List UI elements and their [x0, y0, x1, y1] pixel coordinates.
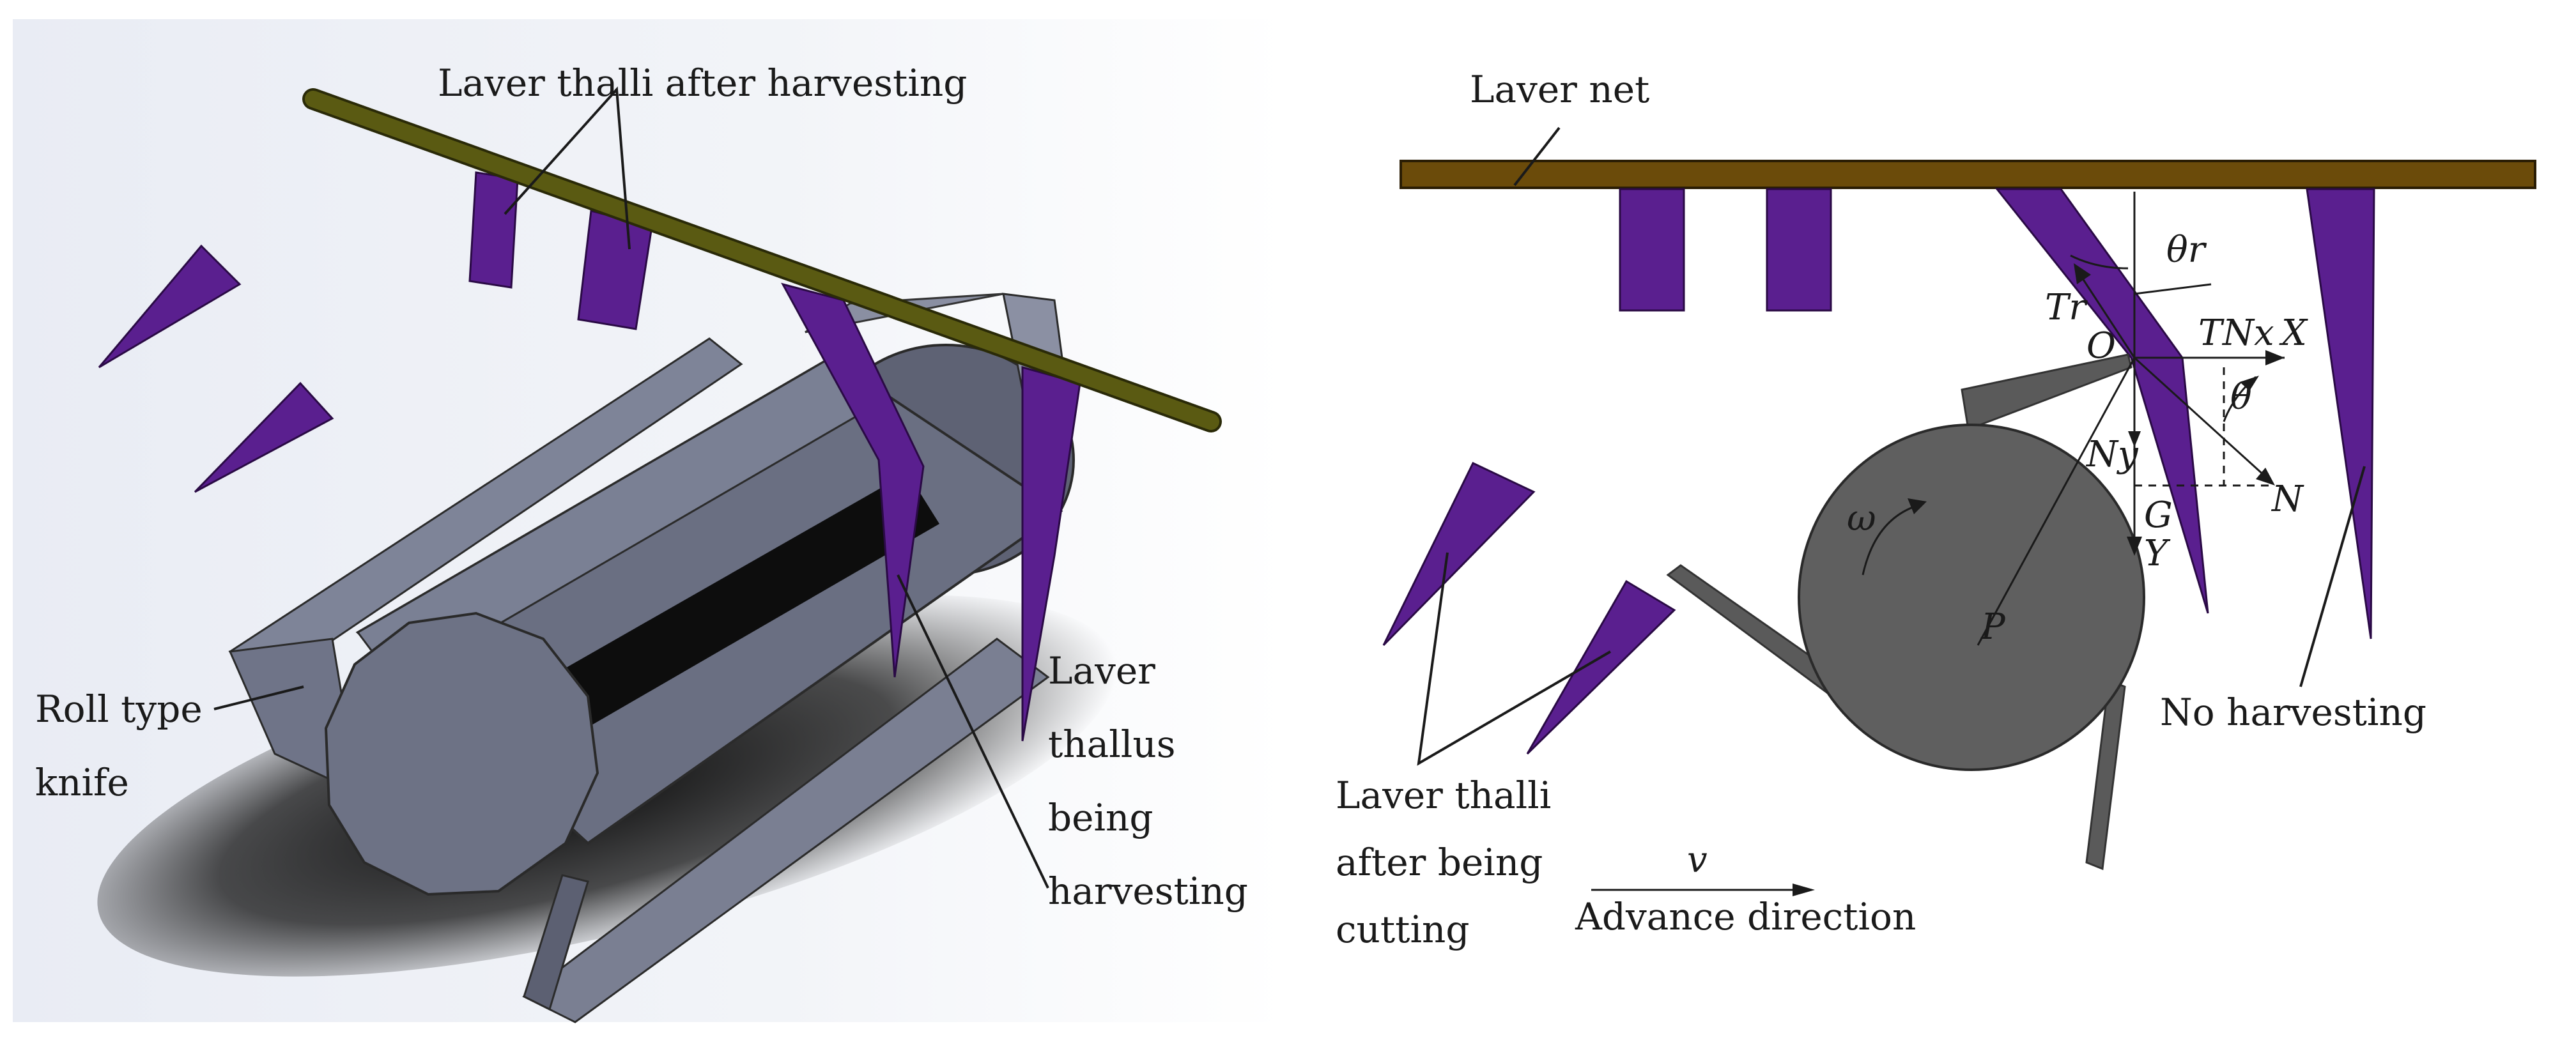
leader-roll-knife	[213, 685, 304, 710]
leader-no-harvesting	[2299, 466, 2366, 687]
left-panel: Laver thalli after harvesting Roll type …	[13, 19, 1284, 1023]
symbol-theta: θ	[2230, 376, 2252, 418]
label-laver-thalli-after-harvesting: Laver thalli after harvesting	[438, 61, 967, 105]
laver-thallus-no-harvesting	[2306, 188, 2375, 639]
laver-net-bar	[1400, 160, 2536, 189]
laver-stub-1	[468, 171, 519, 289]
drum-front-end	[324, 611, 599, 896]
roll-knife-drum	[1798, 424, 2145, 771]
axis-x-arrow	[2265, 350, 2285, 365]
label-roll-type-knife-line1: Roll type	[35, 687, 203, 731]
symbol-n: N	[2271, 478, 2304, 520]
symbol-nx: Nx	[2221, 312, 2274, 354]
label-roll-type-knife-line2: knife	[35, 761, 129, 804]
theta-r-ref	[2134, 283, 2212, 295]
leader-laver-net	[1513, 126, 1561, 187]
symbol-p: P	[1980, 606, 2006, 648]
rotation-arrow	[1908, 498, 1927, 514]
label-thallus-line2: thallus	[1048, 723, 1175, 766]
label-thallus-line4: harvesting	[1048, 869, 1248, 913]
knife-plate-lower-edge	[523, 874, 589, 1011]
cut-laver-right-1	[1382, 462, 1536, 646]
leader-thallus	[897, 574, 1049, 889]
symbol-x: X	[2279, 312, 2308, 354]
right-panel: Laver net No harvesting Laver thalli aft…	[1336, 68, 2536, 951]
symbol-theta-r: θr	[2166, 229, 2207, 271]
label-no-harvesting: No harvesting	[2160, 691, 2426, 734]
force-ny-arrow	[2128, 431, 2141, 447]
label-thallus-line3: being	[1048, 796, 1153, 839]
label-cut-line2: after being	[1336, 841, 1543, 884]
cut-laver-piece-1	[98, 244, 242, 369]
leader-cut-thalli	[1417, 552, 1612, 766]
axis-y-arrow	[2127, 537, 2142, 556]
force-tr-arrow	[2074, 263, 2091, 284]
force-tr	[2079, 274, 2136, 358]
symbol-g: G	[2144, 494, 2173, 536]
theta-arc-arrow	[2240, 376, 2259, 391]
symbol-ny: Ny	[2085, 434, 2139, 475]
laver-stub-right-1	[1619, 188, 1685, 312]
label-advance-direction: Advance direction	[1575, 895, 1916, 938]
laver-thallus-being-harvested	[781, 282, 925, 678]
advance-arrow-head	[1793, 883, 1815, 896]
symbol-y: Y	[2144, 533, 2171, 574]
symbol-origin: O	[2086, 325, 2116, 367]
label-advance-velocity: v	[1687, 839, 1708, 881]
label-thallus-line1: Laver	[1048, 649, 1155, 692]
knife-plate-lower	[522, 638, 1050, 1023]
theta-r-arc	[2070, 254, 2129, 270]
symbol-t: T	[2198, 312, 2225, 354]
leader-harvested	[504, 86, 631, 250]
knife-blade-upper	[1961, 353, 2133, 431]
cut-laver-right-2	[1526, 579, 1676, 755]
symbol-tr: Tr	[2045, 287, 2088, 328]
laver-stub-right-2	[1766, 188, 1832, 312]
drum-gap	[550, 473, 939, 735]
label-laver-net: Laver net	[1470, 68, 1649, 111]
cut-laver-piece-2	[194, 381, 334, 493]
force-n	[2133, 356, 2273, 484]
line-op	[1977, 357, 2136, 646]
label-cut-line1: Laver thalli	[1336, 774, 1551, 817]
laver-net-rod	[305, 91, 1219, 430]
force-n-arrow	[2256, 468, 2275, 486]
label-cut-line3: cutting	[1336, 908, 1470, 951]
rotation-arc	[1862, 503, 1921, 576]
symbol-omega: ω	[1847, 498, 1876, 539]
